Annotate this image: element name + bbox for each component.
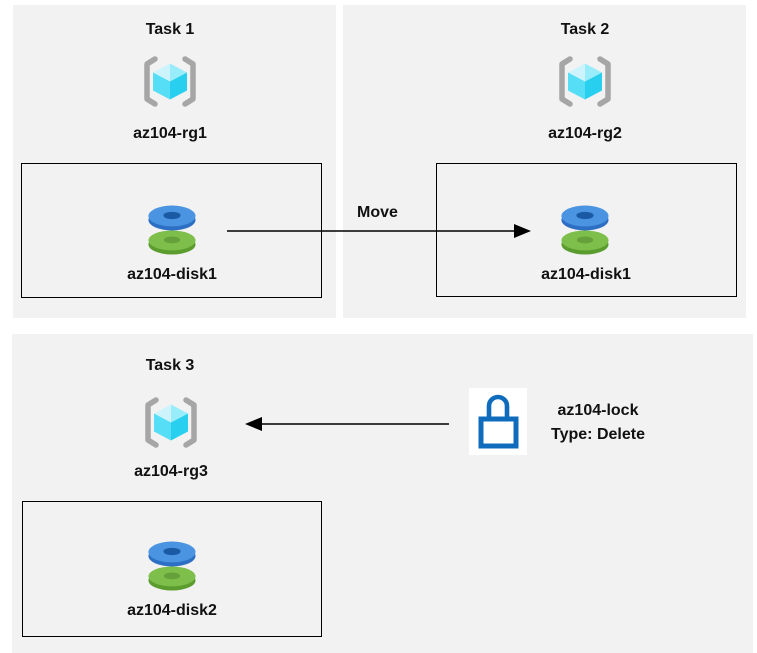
- task3-panel: [12, 334, 753, 653]
- lock-caption: az104-lock Type: Delete: [528, 399, 668, 447]
- managed-disk-icon: [561, 205, 609, 255]
- resource-group-icon: [559, 56, 611, 107]
- resource-group-icon: [144, 56, 196, 107]
- task2-disk-box: [436, 163, 737, 297]
- resource-group-label: az104-rg1: [133, 125, 207, 142]
- resource-group-icon: [145, 397, 197, 448]
- task3-disk-box: [22, 501, 322, 637]
- resource-group-label: az104-rg2: [548, 125, 622, 142]
- managed-disk-icon: [148, 541, 196, 591]
- task2-panel: [343, 5, 746, 318]
- task3-title: Task 3: [145, 357, 195, 374]
- task2-title: Task 2: [560, 21, 610, 38]
- delete-lock-icon: [469, 388, 527, 455]
- managed-disk-icon: [148, 205, 196, 255]
- disk-label: az104-disk2: [127, 602, 217, 619]
- lock-name-label: az104-lock: [557, 402, 639, 419]
- lock-type-label: Type: Delete: [551, 426, 645, 443]
- move-right-arrow: [227, 224, 531, 238]
- task1-title: Task 1: [145, 21, 195, 38]
- disk-label: az104-disk1: [541, 266, 631, 283]
- move-arrow-label: Move: [357, 204, 398, 221]
- resource-group-label: az104-rg3: [134, 463, 208, 480]
- task1-panel: [13, 5, 336, 318]
- disk-label: az104-disk1: [127, 266, 217, 283]
- lock-left-arrow: [245, 417, 449, 431]
